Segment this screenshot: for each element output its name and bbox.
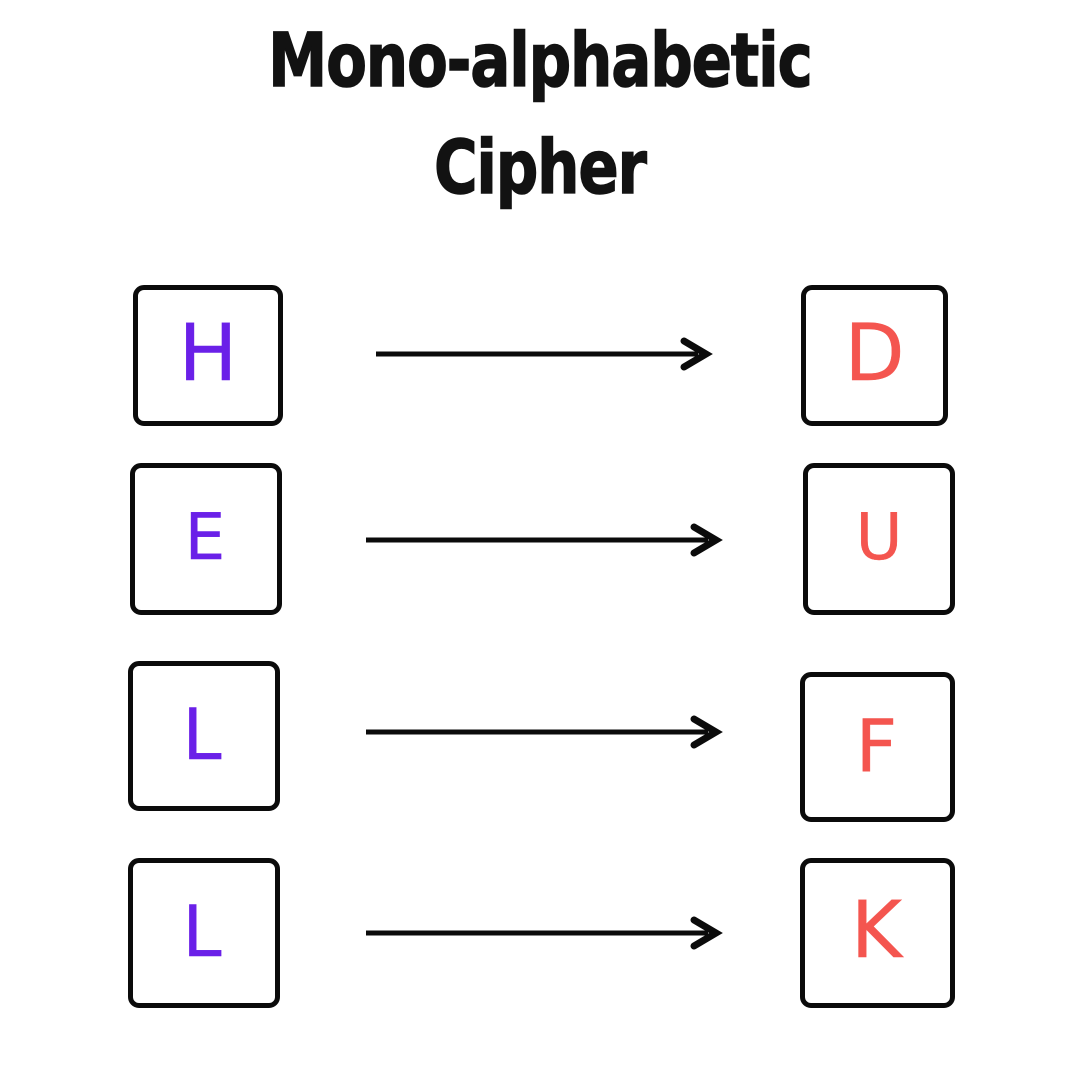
plaintext-letter: L: [182, 891, 222, 973]
plaintext-box[interactable]: L: [128, 858, 280, 1008]
plaintext-letter: E: [184, 501, 226, 575]
ciphertext-box[interactable]: K: [800, 858, 955, 1008]
arrow-right-icon: [366, 715, 723, 749]
page-title: Mono-alphabetic Cipher: [268, 17, 814, 211]
ciphertext-letter: K: [850, 886, 903, 976]
arrow-right-icon: [376, 337, 713, 371]
plaintext-box[interactable]: L: [128, 661, 280, 811]
arrow-right-icon: [366, 916, 723, 950]
plaintext-box[interactable]: E: [130, 463, 282, 615]
ciphertext-letter: D: [844, 308, 905, 399]
plaintext-box[interactable]: H: [133, 285, 283, 426]
ciphertext-box[interactable]: F: [800, 672, 955, 822]
ciphertext-box[interactable]: U: [803, 463, 955, 615]
ciphertext-letter: F: [855, 704, 898, 788]
arrow-right-icon: [366, 523, 723, 557]
ciphertext-box[interactable]: D: [801, 285, 948, 426]
ciphertext-letter: U: [855, 501, 903, 575]
plaintext-letter: H: [178, 308, 238, 399]
plaintext-letter: L: [182, 694, 222, 776]
